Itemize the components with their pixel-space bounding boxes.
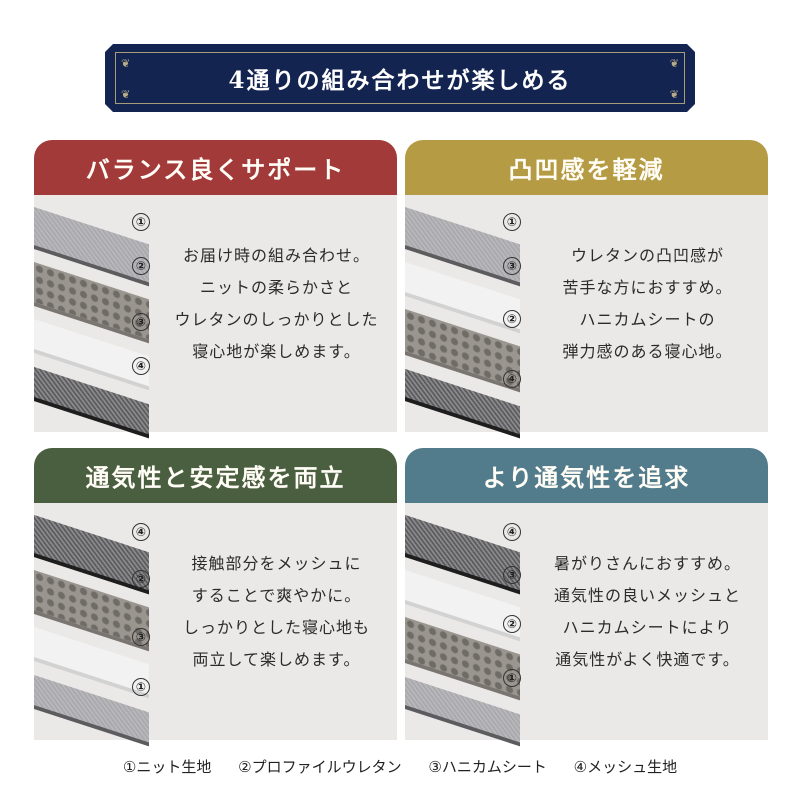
description-line: ウレタンのしっかりとした	[174, 310, 379, 329]
layer-number-badge: ④	[503, 370, 521, 388]
panel-body: ① ② ③ ④ お届け時の組み合わせ。 ニットの柔らかさと ウレタンのしっかりと…	[34, 195, 397, 439]
layer-number-badge: ③	[132, 313, 150, 331]
layer-number-badge: ①	[132, 678, 150, 696]
legend-item-mesh: ④メッシュ生地	[573, 758, 678, 776]
combo-panel-reduce-bumps: 凸凹感を軽減 ① ③ ② ④ ウレタンの凸凹感が 苦手な方におすすめ。 ハニカム…	[405, 140, 768, 439]
description-line: ハニカムシートの	[579, 310, 716, 329]
description-line: 通気性の良いメッシュと	[553, 586, 741, 605]
layer-number-badge: ④	[503, 523, 521, 541]
panel-title: バランス良くサポート	[34, 140, 397, 195]
layer-number-badge: ③	[132, 628, 150, 646]
layer-number-badge: ①	[132, 213, 150, 231]
ornament-icon: ❦	[669, 88, 679, 101]
legend-item-urethane: ②プロファイルウレタン	[238, 758, 402, 776]
combo-panel-max-breathability: より通気性を追求 ④ ③ ② ① 暑がりさんにおすすめ。 通気性の良いメッシュと…	[405, 448, 768, 747]
panel-description: ウレタンの凸凹感が 苦手な方におすすめ。 ハニカムシートの 弾力感のある寝心地。	[535, 240, 760, 368]
description-line: 暑がりさんにおすすめ。	[553, 554, 741, 573]
layer-stack-image	[34, 515, 149, 747]
legend-item-knit: ①ニット生地	[122, 758, 212, 776]
layer-number-badge: ②	[132, 257, 150, 275]
description-line: することで爽やかに。	[191, 586, 362, 605]
panel-description: 接触部分をメッシュに することで爽やかに。 しっかりとした寝心地も 両立して楽し…	[164, 548, 389, 676]
description-line: ウレタンの凸凹感が	[570, 246, 724, 265]
legend-item-honeycomb: ③ハニカムシート	[428, 758, 547, 776]
layer-number-badge: ②	[132, 570, 150, 588]
description-line: 弾力感のある寝心地。	[562, 342, 733, 361]
description-line: 通気性がよく快適です。	[555, 650, 740, 669]
layer-number-badge: ④	[132, 523, 150, 541]
panel-body: ① ③ ② ④ ウレタンの凸凹感が 苦手な方におすすめ。 ハニカムシートの 弾力…	[405, 195, 768, 439]
ornament-icon: ❦	[669, 57, 679, 70]
combo-panel-breathable-stable: 通気性と安定感を両立 ④ ② ③ ① 接触部分をメッシュに することで爽やかに。…	[34, 448, 397, 747]
layer-number-badge: ②	[503, 615, 521, 633]
layer-number-badge: ④	[132, 357, 150, 375]
panel-title: 凸凹感を軽減	[405, 140, 768, 195]
ornament-icon: ❦	[121, 57, 131, 70]
title-banner: ❦ ❦ ❦ ❦ 4通りの組み合わせが楽しめる	[105, 44, 695, 112]
panel-body: ④ ② ③ ① 接触部分をメッシュに することで爽やかに。 しっかりとした寝心地…	[34, 503, 397, 747]
description-line: 両立して楽しめます。	[192, 650, 361, 669]
description-line: ニットの柔らかさと	[199, 278, 353, 297]
layer-number-badge: ②	[503, 310, 521, 328]
banner-border	[115, 52, 685, 104]
description-line: しっかりとした寝心地も	[182, 618, 370, 637]
panel-body: ④ ③ ② ① 暑がりさんにおすすめ。 通気性の良いメッシュと ハニカムシートに…	[405, 503, 768, 747]
description-line: 寝心地が楽しめます。	[192, 342, 361, 361]
description-line: 苦手な方におすすめ。	[562, 278, 733, 297]
layer-number-badge: ③	[503, 566, 521, 584]
banner-title: 4通りの組み合わせが楽しめる	[228, 67, 572, 94]
layer-number-badge: ①	[503, 213, 521, 231]
panel-description: お届け時の組み合わせ。 ニットの柔らかさと ウレタンのしっかりとした 寝心地が楽…	[164, 240, 389, 368]
description-line: ハニカムシートにより	[562, 618, 733, 637]
combo-panel-balance: バランス良くサポート ① ② ③ ④ お届け時の組み合わせ。 ニットの柔らかさと…	[34, 140, 397, 439]
panel-title: より通気性を追求	[405, 448, 768, 503]
layer-legend: ①ニット生地 ②プロファイルウレタン ③ハニカムシート ④メッシュ生地	[0, 756, 800, 777]
description-line: 接触部分をメッシュに	[191, 554, 362, 573]
panel-description: 暑がりさんにおすすめ。 通気性の良いメッシュと ハニカムシートにより 通気性がよ…	[535, 548, 760, 676]
layer-number-badge: ③	[503, 257, 521, 275]
layer-number-badge: ①	[503, 669, 521, 687]
ornament-icon: ❦	[121, 88, 131, 101]
panel-title: 通気性と安定感を両立	[34, 448, 397, 503]
description-line: お届け時の組み合わせ。	[182, 246, 370, 265]
